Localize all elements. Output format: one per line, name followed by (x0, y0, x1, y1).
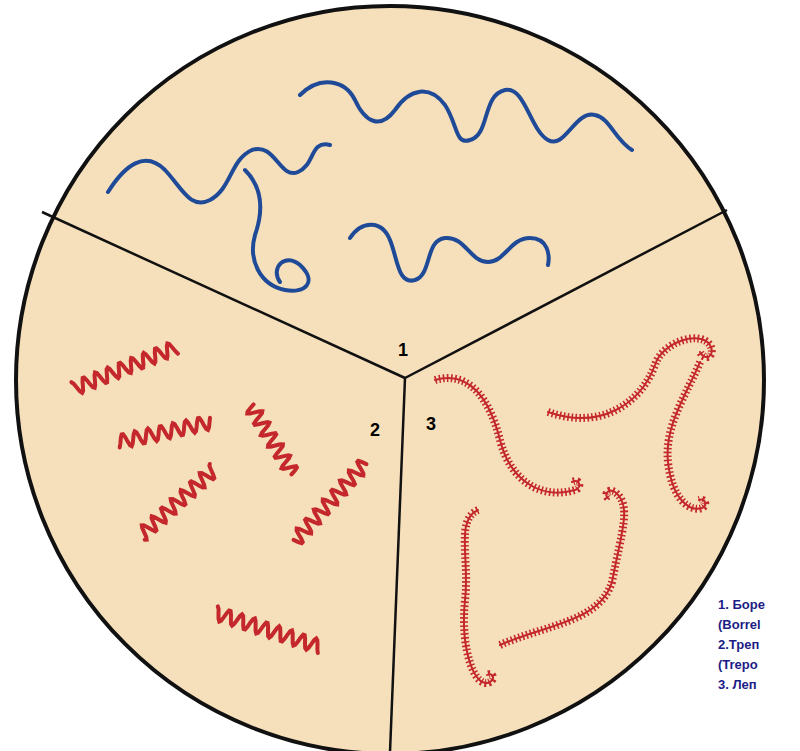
legend-text: 2.Треп (718, 637, 759, 652)
borrelia-cell (350, 225, 549, 281)
treponema-cell (120, 418, 210, 448)
borrelia-cell (245, 170, 309, 291)
legend-text: 3. Леп (718, 677, 757, 692)
treponema-cell (71, 343, 178, 392)
sector-line (390, 378, 405, 751)
treponema (71, 343, 366, 653)
leptospira (435, 338, 712, 683)
sector-lines (42, 210, 727, 751)
petri-circle (16, 6, 764, 751)
treponema-cell (142, 464, 215, 540)
legend-text: (Trepo (718, 657, 758, 672)
callout-number: 2 (370, 420, 380, 441)
legend-text: (Borrel (718, 617, 761, 632)
sector-line (405, 210, 727, 378)
treponema-cell (247, 404, 297, 474)
borrelia-cell (108, 144, 330, 202)
callout-number: 1 (398, 340, 408, 361)
treponema-cell (294, 461, 367, 543)
borrelia (108, 82, 632, 291)
borrelia-cell (300, 82, 632, 150)
callout-number: 3 (426, 414, 436, 435)
treponema-cell (218, 606, 318, 653)
legend-text: 1. Боре (718, 597, 765, 612)
